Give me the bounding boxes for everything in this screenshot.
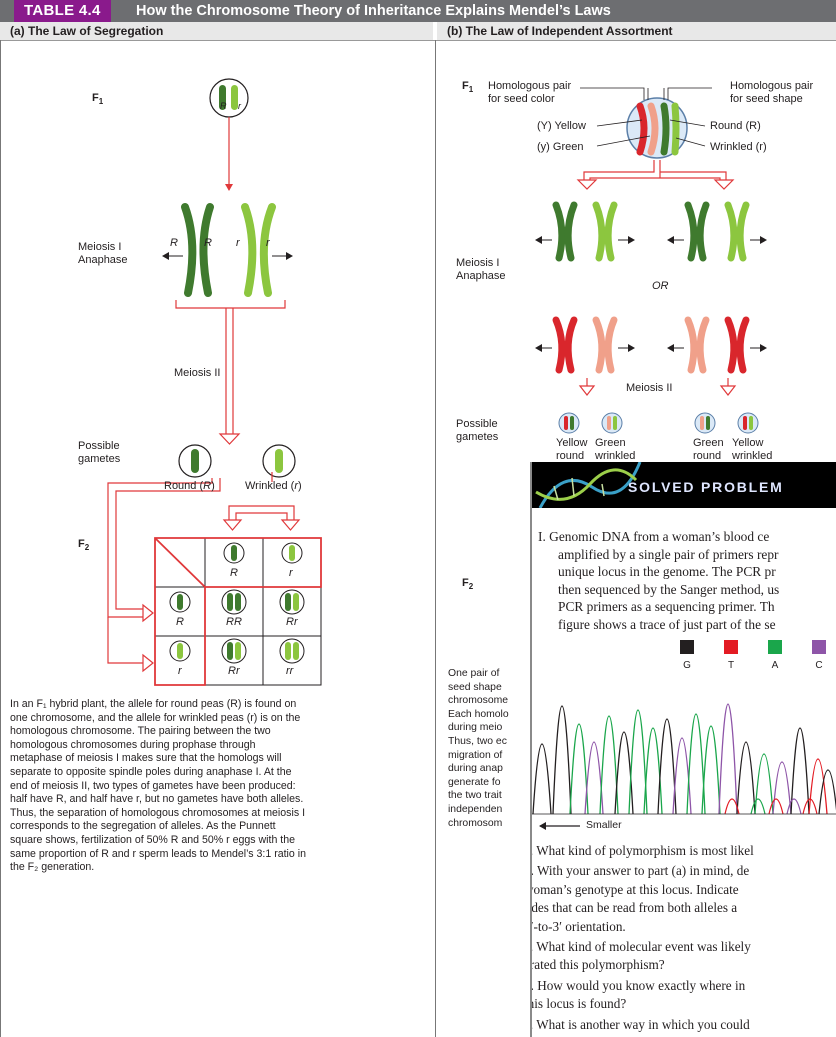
trace-peak [533,744,551,814]
bracket-meiosis1-a [176,300,285,308]
solved-problems-panel: SOLVED PROBLEM I. Genomic DNA from a wom… [530,462,836,1037]
legend-swatch [724,640,738,654]
trace-peak [791,728,809,814]
punnett-cell: Rr [228,665,240,678]
round-gamete-label: Round (R) [164,480,215,493]
problem-questions: a. What kind of polymorphism is most lik… [530,842,754,1034]
punnett-row-header: r [178,665,182,678]
solved-problems-banner: SOLVED PROBLEM [532,462,836,508]
trace-peak [719,704,737,814]
legend-base-label: C [815,660,822,671]
anaphase-allele-R1: R [170,237,178,250]
punnett-cell: Rr [286,616,298,629]
meiosis2-label-a: Meiosis II [174,367,220,380]
trace-peak [787,799,801,814]
sanger-sequencing-trace [532,686,836,836]
f1-label-a: F1 [92,92,103,108]
trace-peak [553,706,571,814]
split-arrows-b [584,160,726,180]
gametes-b [559,413,758,433]
trace-peak [737,742,755,814]
wrinkled-gamete-label: Wrinkled (r) [245,480,302,493]
anaphase-allele-r2: r [266,237,270,250]
f1-allele-R: R [220,100,227,113]
punnett-row-header: R [176,616,184,629]
green-allele-label: (y) Green [537,141,583,154]
segregation-explanation: In an F₁ hybrid plant, the allele for ro… [10,698,430,875]
f1-label-b: F1 [462,80,473,96]
or-label: OR [652,280,669,293]
legend-base-label: G [683,660,691,671]
f1-allele-r: r [238,100,241,113]
punnett-col-header: R [230,567,238,580]
problem-intro: I. Genomic DNA from a woman’s blood ce a… [538,528,779,634]
dna-helix-icon [532,462,642,508]
trace-peak [809,759,827,814]
f2-label-b: F2 [462,577,473,593]
f1-cell-b [627,98,687,158]
trace-peak [751,799,765,814]
anaphase-allele-R2: R [204,237,212,250]
meiosis1-option2-b [668,205,766,370]
f2-arrow-heads [224,520,299,530]
punnett-col-header: r [289,567,293,580]
legend-swatch [812,640,826,654]
punnett-cell: RR [226,616,242,629]
left-arrow-icon [532,821,592,831]
meiosis1-option1-b [536,205,634,370]
arrow-meiosis2-a [220,308,239,444]
f2-label-a: F2 [78,538,89,554]
legend-swatch [680,640,694,654]
anaphase-allele-r1: r [236,237,240,250]
legend-base-label: T [728,660,734,671]
solved-problems-title: SOLVED PROBLEM [628,479,784,495]
trace-peak [755,754,773,814]
meiosis2-label-b: Meiosis II [626,382,672,395]
punnett-cell: rr [286,665,293,678]
round-allele-label: Round (R) [710,120,761,133]
f1-cell-a [210,79,248,117]
wrinkled-allele-label: Wrinkled (r) [710,141,767,154]
gametes-a [179,445,295,477]
legend-swatch [768,640,782,654]
trace-peak [773,762,791,814]
meiosis1-chromosomes-a [163,207,292,293]
yellow-allele-label: (Y) Yellow [537,120,586,133]
trace-peak [769,799,783,814]
trace-peak [819,770,836,814]
legend-base-label: A [772,660,779,671]
